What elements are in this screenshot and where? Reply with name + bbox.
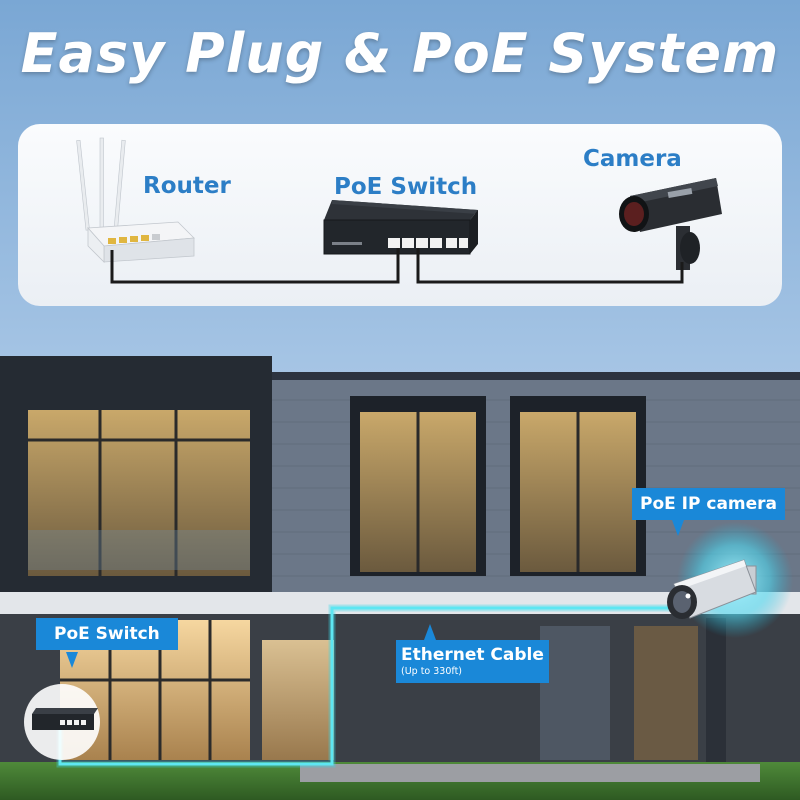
- router-icon: [76, 137, 195, 263]
- ethernet-cable-callout: Ethernet Cable (Up to 330ft): [396, 640, 549, 683]
- ground-window-center: [262, 640, 334, 760]
- ethernet-cable-note: (Up to 330ft): [401, 666, 463, 677]
- router-to-switch-cable: [110, 248, 400, 284]
- camera-label: Camera: [583, 146, 682, 172]
- switch-callout-pointer: [66, 652, 78, 668]
- poe-switch-callout: PoE Switch: [36, 618, 178, 650]
- porch-column: [706, 618, 726, 766]
- switch-to-camera-cable: [416, 248, 684, 284]
- router-label: Router: [143, 173, 231, 199]
- bullet-camera-icon: [619, 178, 722, 270]
- ground-window-right: [540, 626, 610, 760]
- roof-line: [270, 372, 800, 380]
- ip-camera-icon: [667, 559, 757, 619]
- switch-label: PoE Switch: [334, 174, 477, 200]
- page-title: Easy Plug & PoE System: [20, 22, 780, 85]
- camera-callout-pointer: [672, 520, 684, 536]
- ethernet-cable-callout-title: Ethernet Cable: [401, 645, 544, 665]
- small-switch-icon: [32, 708, 98, 730]
- left-tower-window: [28, 410, 250, 576]
- walkway: [300, 764, 760, 782]
- cable-callout-pointer: [424, 624, 436, 640]
- left-window-frames: [28, 410, 250, 576]
- ground-window-far-right: [634, 626, 698, 760]
- poe-ip-camera-callout: PoE IP camera: [632, 488, 786, 520]
- left-balcony-rail: [28, 530, 250, 570]
